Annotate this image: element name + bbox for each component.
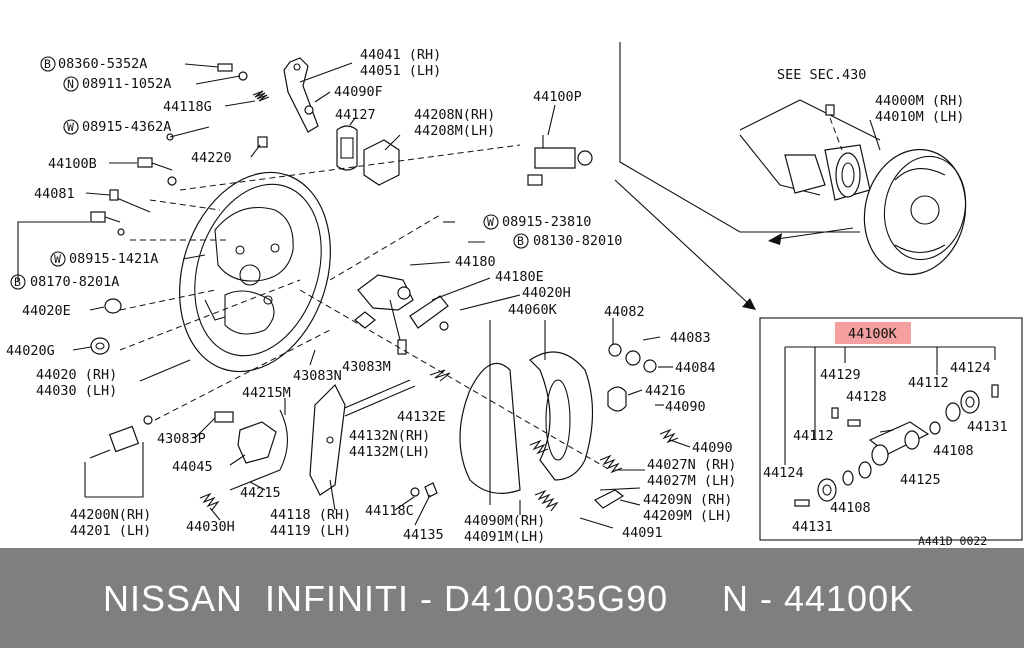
label-44045: 44045 — [172, 459, 213, 475]
circle-w-2: W — [54, 252, 61, 266]
label-44000m-rh: 44000M (RH) — [875, 93, 964, 109]
label-44090m-rh: 44090M(RH) — [464, 513, 545, 529]
label-44119-lh: 44119 (LH) — [270, 523, 351, 539]
label-44118-rh: 44118 (RH) — [270, 507, 351, 523]
label-44112-b: 44112 — [908, 375, 949, 391]
wheel-cylinder-drawing — [527, 135, 593, 186]
backing-plate-drawing — [179, 171, 331, 373]
brake-shoe-drawing — [459, 351, 594, 494]
label-43083m: 43083M — [342, 359, 391, 375]
circle-w-1: W — [67, 120, 74, 134]
label-44090-b: 44090 — [692, 440, 733, 456]
parking-lever-drawing — [89, 383, 438, 498]
label-08911-1052a: 08911-1052A — [82, 76, 171, 92]
label-44201-lh: 44201 (LH) — [70, 523, 151, 539]
label-44125: 44125 — [900, 472, 941, 488]
label-44118g: 44118G — [163, 99, 212, 115]
label-44131-a: 44131 — [967, 419, 1008, 435]
label-08915-4362a: 08915-4362A — [82, 119, 171, 135]
label-08360-5352a: 08360-5352A — [58, 56, 147, 72]
label-44215: 44215 — [240, 485, 281, 501]
part-number-banner: NISSAN INFINITI - D410035G90 N - 44100K — [0, 548, 1024, 648]
label-44112-a: 44112 — [793, 428, 834, 444]
label-44020e: 44020E — [22, 303, 71, 319]
label-08130-82010: 08130-82010 — [533, 233, 622, 249]
label-44132n-rh: 44132N(RH) — [349, 428, 430, 444]
label-44051-lh: 44051 (LH) — [360, 63, 441, 79]
leader-lines-left — [17, 62, 691, 529]
axle-assembly-drawing: SEE SEC.430 44000M (RH) 44010M (LH) — [614, 42, 967, 310]
label-44208m-lh: 44208M(LH) — [414, 123, 495, 139]
label-44129: 44129 — [820, 367, 861, 383]
label-44131-b: 44131 — [792, 519, 833, 535]
label-44083: 44083 — [670, 330, 711, 346]
adjuster-drawing — [354, 274, 449, 355]
circle-w-3: W — [487, 215, 494, 229]
label-44180e: 44180E — [495, 269, 544, 285]
label-43083n: 43083N — [293, 368, 342, 384]
label-44108-a: 44108 — [933, 443, 974, 459]
label-44090-a: 44090 — [665, 399, 706, 415]
label-44081: 44081 — [34, 186, 75, 202]
label-44208n-rh: 44208N(RH) — [414, 107, 495, 123]
wheel-cylinder-box: 44100K 44129 44128 44112 44112 44124 441… — [759, 317, 1023, 548]
banner-oem-number: NISSAN INFINITI - D410035G90 — [103, 578, 669, 619]
banner-part-number: N - 44100K — [722, 578, 915, 619]
label-44082: 44082 — [604, 304, 645, 320]
label-44027n-rh: 44027N (RH) — [647, 457, 736, 473]
label-08915-23810: 08915-23810 — [502, 214, 591, 230]
label-44124-a: 44124 — [950, 360, 991, 376]
label-44030h: 44030H — [186, 519, 235, 535]
label-44100k: 44100K — [848, 326, 898, 342]
label-44020g: 44020G — [6, 343, 55, 359]
parts-diagram: B 08360-5352A N 08911-1052A 44118G W 089… — [6, 42, 1023, 548]
label-44100p: 44100P — [533, 89, 582, 105]
springs-drawing — [199, 343, 679, 512]
label-08915-1421a: 08915-1421A — [69, 251, 158, 267]
label-44216: 44216 — [645, 383, 686, 399]
circle-b-3: B — [517, 234, 524, 248]
label-44100b: 44100B — [48, 156, 97, 172]
label-44127: 44127 — [335, 107, 376, 123]
label-44020h: 44020H — [522, 285, 571, 301]
label-44220: 44220 — [191, 150, 232, 166]
label-44108-b: 44108 — [830, 500, 871, 516]
label-43083p: 43083P — [157, 431, 206, 447]
label-44128: 44128 — [846, 389, 887, 405]
label-44020-rh: 44020 (RH) — [36, 367, 117, 383]
label-44200n-rh: 44200N(RH) — [70, 507, 151, 523]
label-44180: 44180 — [455, 254, 496, 270]
label-44209m-lh: 44209M (LH) — [643, 508, 732, 524]
label-44135: 44135 — [403, 527, 444, 543]
label-08170-8201a: 08170-8201A — [30, 274, 119, 290]
label-44060k: 44060K — [508, 302, 558, 318]
label-reference-code: A441D 0022 — [918, 534, 987, 548]
label-44041-rh: 44041 (RH) — [360, 47, 441, 63]
label-44215m: 44215M — [242, 385, 291, 401]
label-44091: 44091 — [622, 525, 663, 541]
label-44030-lh: 44030 (LH) — [36, 383, 117, 399]
label-44090f: 44090F — [334, 84, 383, 100]
circle-b-1: B — [44, 57, 51, 71]
label-44118c: 44118C — [365, 503, 414, 519]
label-44091m-lh: 44091M(LH) — [464, 529, 545, 545]
circle-b-2: B — [14, 275, 21, 289]
label-see-sec-430: SEE SEC.430 — [777, 67, 866, 83]
labels-left: B 08360-5352A N 08911-1052A 44118G W 089… — [6, 47, 736, 545]
label-44132m-lh: 44132M(LH) — [349, 444, 430, 460]
circle-n: N — [67, 77, 74, 91]
label-44027m-lh: 44027M (LH) — [647, 473, 736, 489]
label-44124-b: 44124 — [763, 465, 804, 481]
lever-drawing — [283, 57, 400, 186]
label-44010m-lh: 44010M (LH) — [875, 109, 964, 125]
label-44084: 44084 — [675, 360, 716, 376]
highlight-44100k — [835, 322, 911, 344]
label-44209n-rh: 44209N (RH) — [643, 492, 732, 508]
label-44132e: 44132E — [397, 409, 446, 425]
